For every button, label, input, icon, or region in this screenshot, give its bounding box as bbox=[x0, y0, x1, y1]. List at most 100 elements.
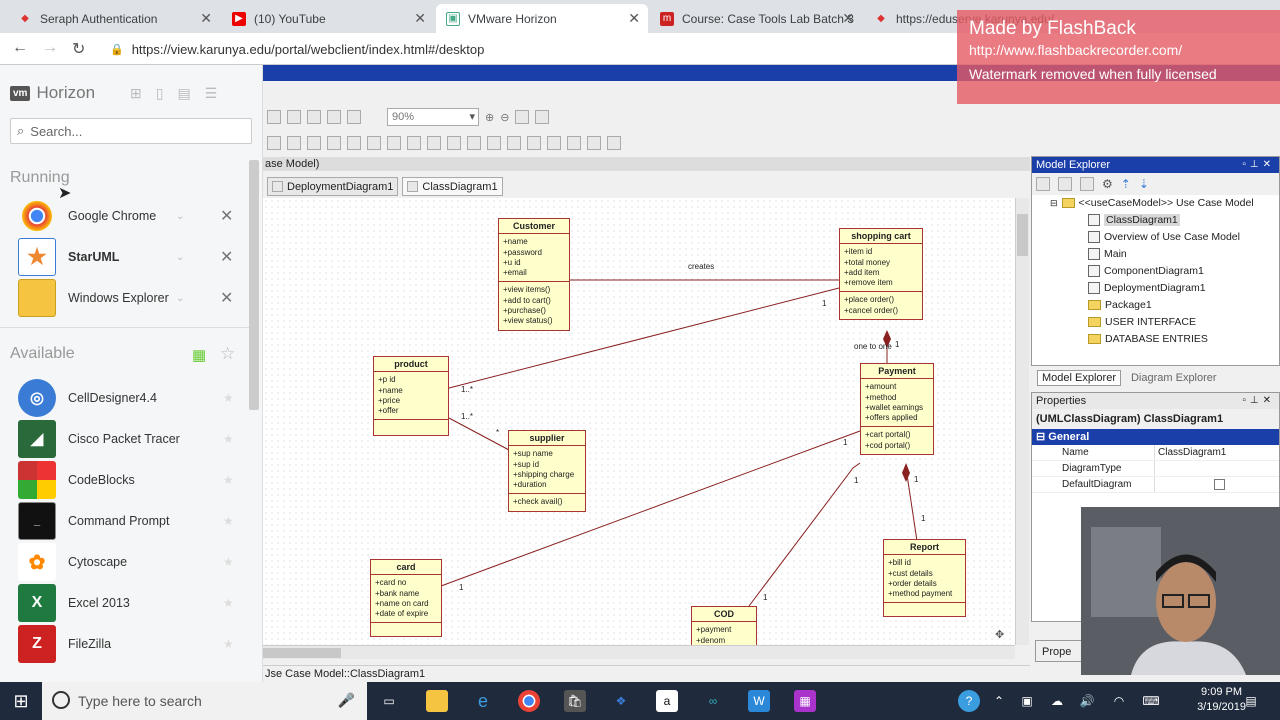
app-command-prompt[interactable]: _ Command Prompt ★ bbox=[18, 502, 246, 540]
edge-icon[interactable]: e bbox=[477, 690, 488, 711]
toolbar-icon[interactable] bbox=[607, 136, 621, 150]
tree-node[interactable]: DeploymentDiagram1 bbox=[1088, 282, 1206, 294]
volume-icon[interactable]: 🔊 bbox=[1079, 694, 1095, 708]
store-icon[interactable]: 🛍 bbox=[564, 690, 586, 712]
toolbar-icon[interactable] bbox=[467, 136, 481, 150]
property-row[interactable]: DiagramType bbox=[1032, 461, 1279, 477]
scroll-thumb[interactable] bbox=[1017, 214, 1028, 256]
toolbar-icon[interactable] bbox=[267, 136, 281, 150]
teams-icon[interactable]: ▦ bbox=[794, 690, 816, 712]
chevron-down-icon[interactable]: ⌄ bbox=[176, 292, 185, 304]
cloud-icon[interactable]: ☁ bbox=[1051, 694, 1063, 708]
app-filezilla[interactable]: Z FileZilla ★ bbox=[18, 625, 246, 663]
close-icon[interactable]: ✕ bbox=[414, 10, 426, 26]
chevron-down-icon[interactable]: ⌄ bbox=[176, 210, 185, 222]
microphone-icon[interactable]: 🎤 bbox=[337, 692, 355, 708]
back-arrow-icon[interactable]: ← bbox=[12, 39, 28, 56]
close-icon[interactable]: ✕ bbox=[220, 290, 234, 307]
sort-icon[interactable] bbox=[1036, 177, 1050, 191]
star-icon[interactable]: ★ bbox=[223, 555, 234, 569]
arduino-icon[interactable]: ∞ bbox=[708, 694, 718, 708]
tab-seraph[interactable]: ◆ Seraph Authentication ✕ bbox=[8, 4, 220, 33]
property-row[interactable]: DefaultDiagram bbox=[1032, 477, 1279, 493]
app-cisco-packet-tracer[interactable]: ◢ Cisco Packet Tracer ★ bbox=[18, 420, 246, 458]
tab-vmware-horizon[interactable]: ▣ VMware Horizon ✕ bbox=[436, 4, 648, 33]
property-value[interactable] bbox=[1154, 461, 1279, 476]
toolbar-icon[interactable] bbox=[327, 136, 341, 150]
star-icon[interactable]: ★ bbox=[223, 473, 234, 487]
app-celldesigner[interactable]: ◎ CellDesigner4.4 ★ bbox=[18, 379, 246, 417]
url-field[interactable]: 🔒 https://view.karunya.edu/portal/webcli… bbox=[110, 36, 1230, 62]
close-icon[interactable]: ✕ bbox=[628, 10, 640, 26]
toolbar-icon[interactable] bbox=[487, 136, 501, 150]
scroll-thumb[interactable] bbox=[263, 648, 341, 658]
clipboard-icon[interactable]: ▤ bbox=[177, 85, 191, 101]
class-product[interactable]: product +p id +name +price +offer bbox=[373, 356, 449, 436]
toolbar-icon[interactable] bbox=[427, 136, 441, 150]
toolbar-icon[interactable] bbox=[587, 136, 601, 150]
zoom-in-icon[interactable]: ⊕ bbox=[485, 111, 495, 124]
tree-node[interactable]: Overview of Use Case Model bbox=[1088, 231, 1240, 243]
down-arrow-icon[interactable]: ⇣ bbox=[1138, 177, 1149, 191]
class-customer[interactable]: Customer +name +password +u id +email +v… bbox=[498, 218, 570, 331]
canvas-horizontal-scrollbar[interactable] bbox=[263, 645, 1015, 659]
class-payment[interactable]: Payment +amount +method +wallet earnings… bbox=[860, 363, 934, 456]
network-icon[interactable]: ▣ bbox=[1021, 694, 1033, 708]
toolbar-icon[interactable] bbox=[367, 136, 381, 150]
reload-icon[interactable]: ↻ bbox=[72, 41, 86, 58]
tab-properties[interactable]: Prope bbox=[1035, 640, 1085, 662]
toolbar-icon[interactable] bbox=[535, 110, 550, 124]
close-icon[interactable]: ✕ bbox=[200, 10, 212, 26]
tree-node[interactable]: ComponentDiagram1 bbox=[1088, 265, 1204, 277]
class-supplier[interactable]: supplier +sup name +sup id +shipping cha… bbox=[508, 430, 586, 512]
tree-node[interactable]: Package1 bbox=[1088, 299, 1152, 311]
tab-course[interactable]: m Course: Case Tools Lab Batch 3 ✕ bbox=[650, 4, 862, 33]
notifications-icon[interactable]: ▤ bbox=[1245, 694, 1257, 708]
tree-node[interactable]: ClassDiagram1 bbox=[1088, 214, 1180, 226]
sort-icon[interactable] bbox=[1058, 177, 1072, 191]
class-report[interactable]: Report +bill id +cust details +order det… bbox=[883, 539, 966, 617]
star-icon[interactable]: ★ bbox=[223, 432, 234, 446]
toolbar-icon[interactable] bbox=[287, 110, 301, 124]
tab-youtube[interactable]: ▶ (10) YouTube ✕ bbox=[222, 4, 434, 33]
toolbar-icon[interactable] bbox=[447, 136, 461, 150]
favorites-star-icon[interactable]: ☆ bbox=[220, 344, 236, 363]
tree-node[interactable]: Main bbox=[1088, 248, 1127, 260]
wifi-icon[interactable]: ◠ bbox=[1113, 694, 1125, 708]
close-icon[interactable]: ✕ bbox=[220, 249, 234, 266]
tab-diagram-explorer[interactable]: Diagram Explorer bbox=[1130, 372, 1217, 384]
app-excel[interactable]: X Excel 2013 ★ bbox=[18, 584, 246, 622]
tab-model-explorer[interactable]: Model Explorer bbox=[1037, 370, 1121, 386]
running-app-windows-explorer[interactable]: Windows Explorer ⌄ ✕ bbox=[18, 279, 246, 317]
sidebar-scrollbar[interactable] bbox=[249, 160, 259, 410]
tree-node[interactable]: DATABASE ENTRIES bbox=[1088, 333, 1208, 345]
toolbar-icon[interactable] bbox=[547, 136, 561, 150]
toolbar-icon[interactable] bbox=[307, 110, 321, 124]
diagram-canvas[interactable]: Customer +name +password +u id +email +v… bbox=[263, 198, 1015, 645]
fit-icon[interactable] bbox=[515, 110, 530, 124]
class-card[interactable]: card +card no +bank name +name on card +… bbox=[370, 559, 442, 637]
tree-node[interactable]: ⊟ <<useCaseModel>> Use Case Model bbox=[1050, 197, 1254, 209]
star-icon[interactable]: ★ bbox=[223, 391, 234, 405]
checkbox[interactable] bbox=[1214, 479, 1225, 490]
add-icon[interactable] bbox=[1080, 177, 1094, 191]
chevron-down-icon[interactable]: ⌄ bbox=[176, 251, 185, 263]
panel-controls[interactable]: ▫⊥✕ bbox=[1242, 395, 1275, 406]
star-icon[interactable]: ★ bbox=[223, 637, 234, 651]
property-group[interactable]: ⊟ General bbox=[1032, 429, 1279, 445]
class-shopping-cart[interactable]: shopping cart +item id +total money +add… bbox=[839, 228, 923, 321]
chrome-icon[interactable] bbox=[518, 690, 540, 712]
taskbar-search[interactable]: Type here to search 🎤 bbox=[42, 682, 367, 720]
toolbar-icon[interactable] bbox=[407, 136, 421, 150]
menu-icon[interactable]: ☰ bbox=[204, 85, 218, 101]
app-cytoscape[interactable]: ✿ Cytoscape ★ bbox=[18, 543, 246, 581]
toolbar-icon[interactable] bbox=[527, 136, 541, 150]
tree-node[interactable]: USER INTERFACE bbox=[1088, 316, 1196, 328]
toolbar-icon[interactable] bbox=[307, 136, 321, 150]
windows-start-icon[interactable]: ⊞ bbox=[13, 690, 29, 711]
zoom-out-icon[interactable]: ⊖ bbox=[500, 111, 510, 124]
panel-controls[interactable]: ▫⊥✕ bbox=[1242, 159, 1275, 170]
toolbar-icon[interactable] bbox=[387, 136, 401, 150]
sway-icon[interactable]: W bbox=[748, 690, 770, 712]
toolbar-icon[interactable] bbox=[287, 136, 301, 150]
